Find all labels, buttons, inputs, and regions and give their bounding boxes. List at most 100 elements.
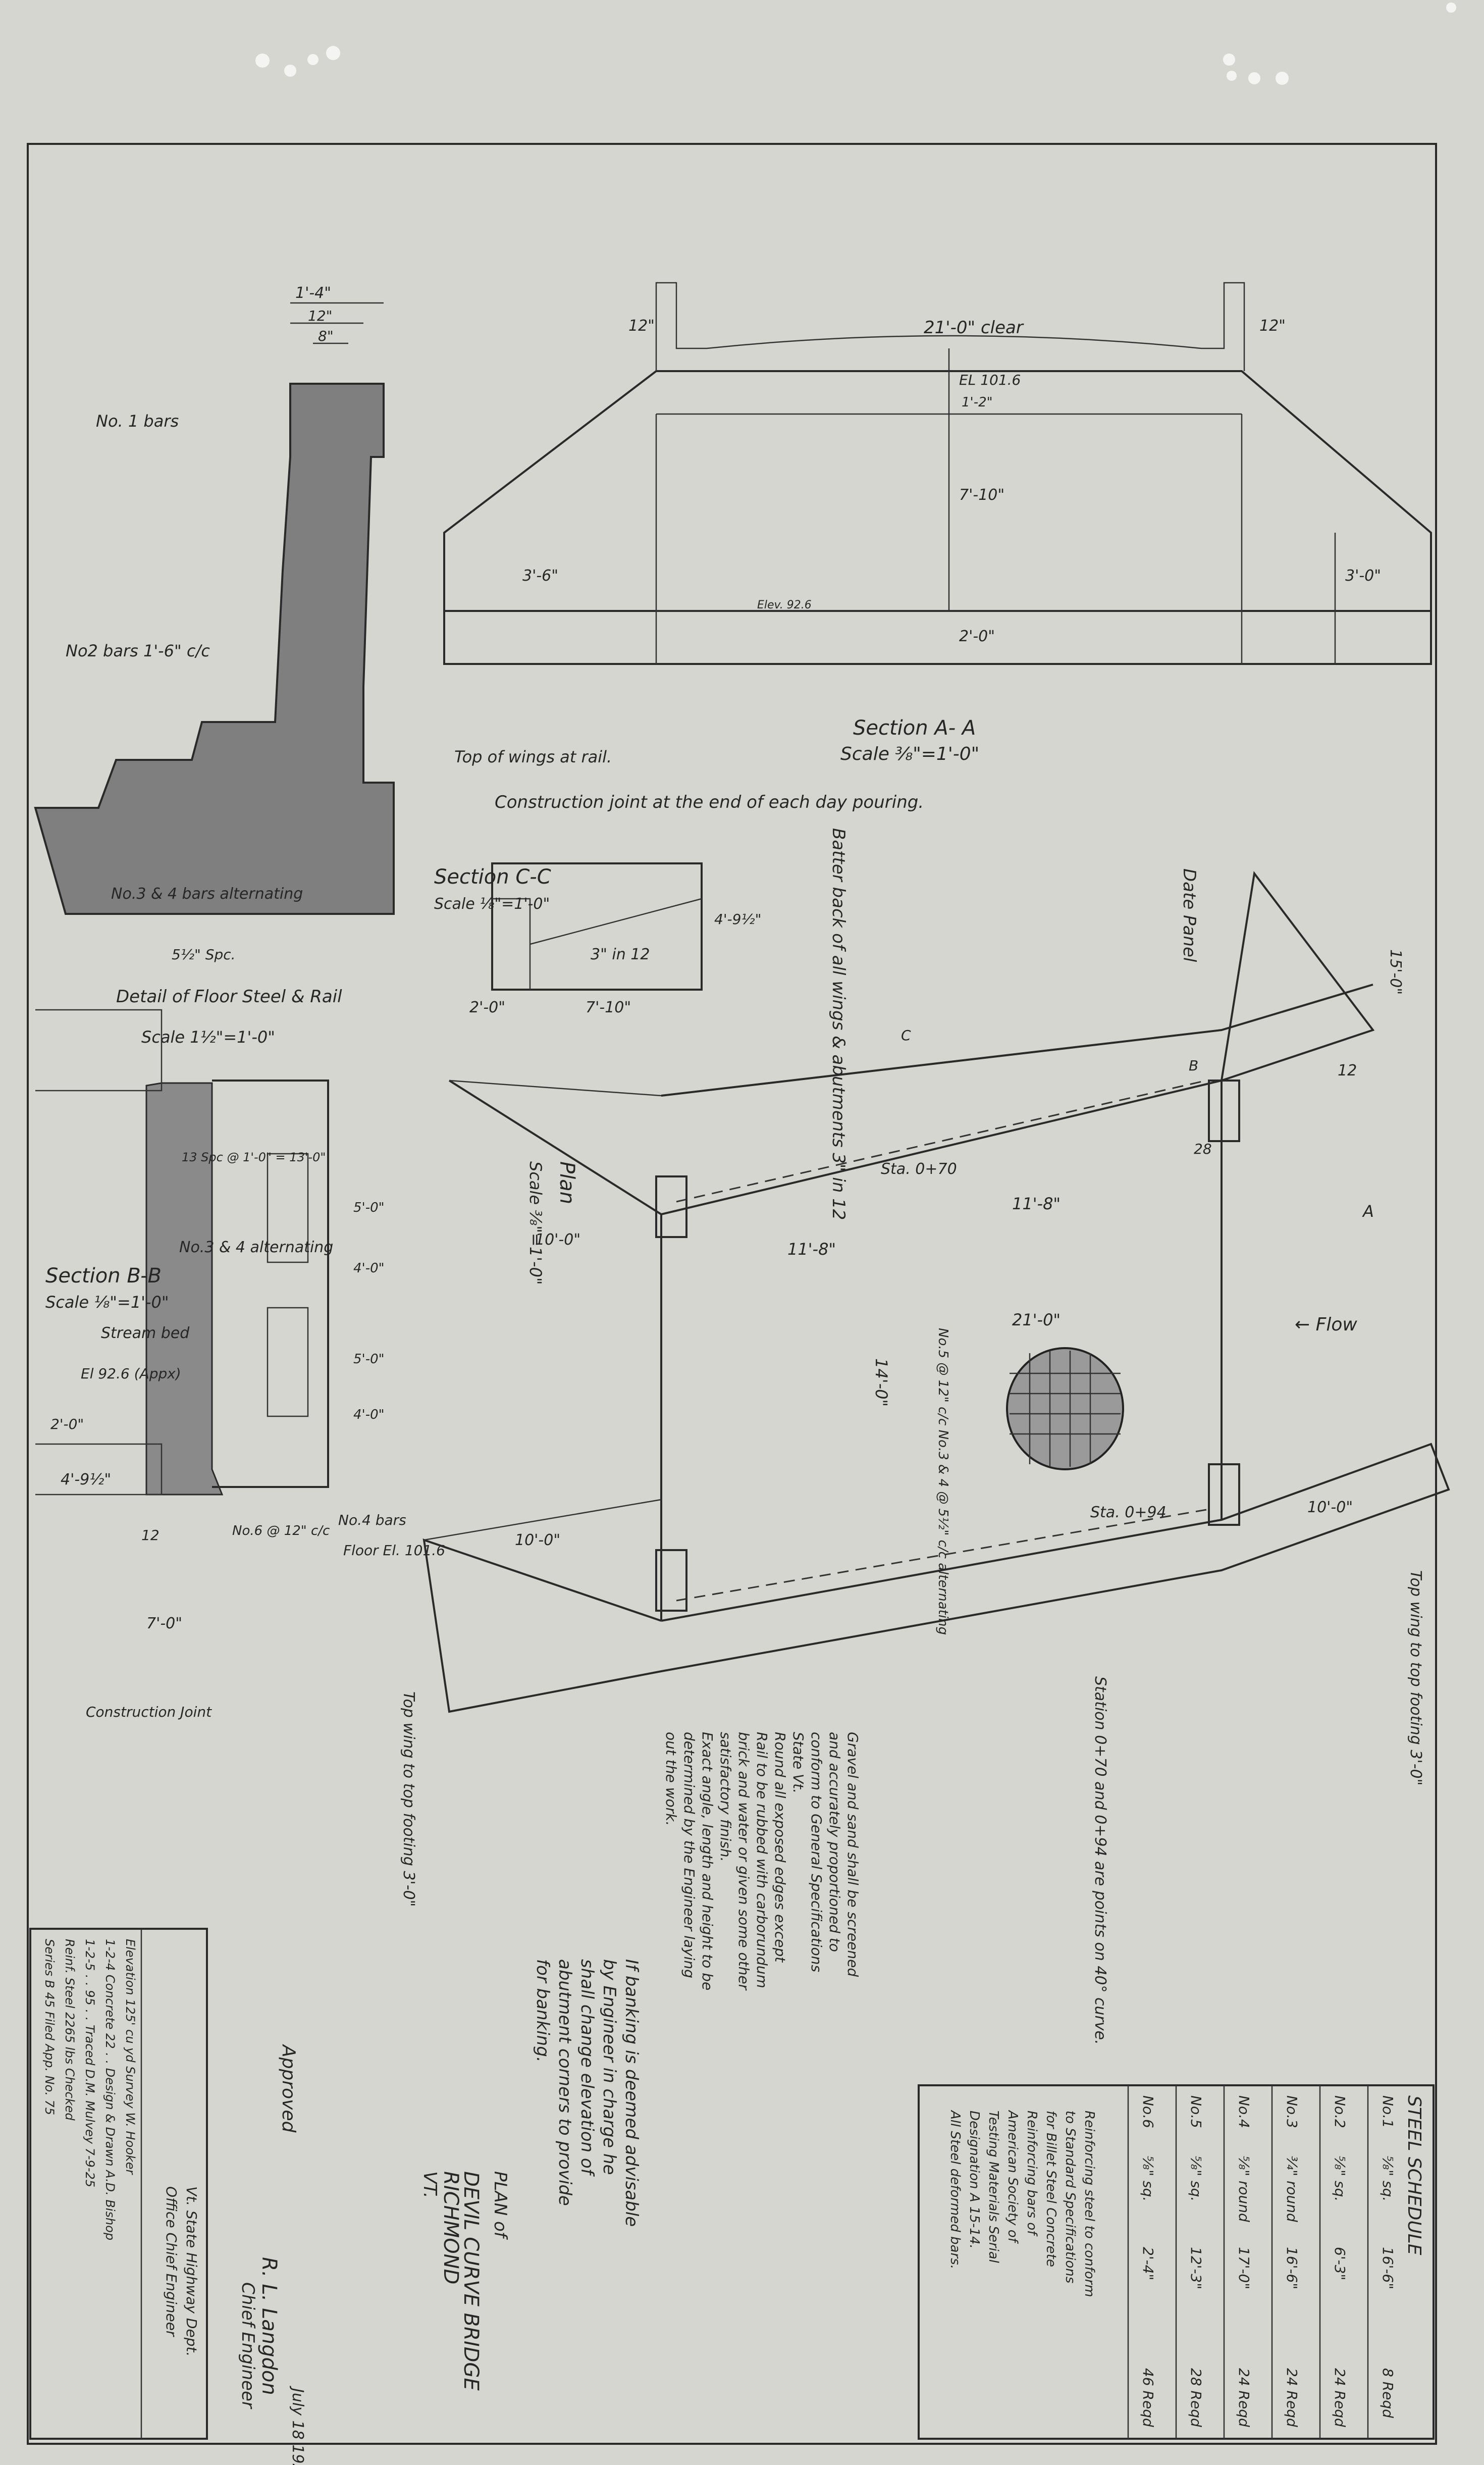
- schedule-cell: No.4: [1236, 2095, 1252, 2128]
- info-row: Elevation 125' cu yd Survey W. Hooker: [123, 1939, 137, 2175]
- floor-el-bb: Floor El. 101.6: [343, 1542, 445, 1559]
- plan-bars-note: No.5 @ 12" c/c No.3 & 4 @ 5½" c/c altern…: [935, 1328, 950, 1635]
- dim-15-0: 15'-0": [1387, 949, 1404, 995]
- construction-joint-bb: Construction Joint: [86, 1704, 212, 1720]
- spec-note-line: Reinforcing bars of: [1024, 2111, 1039, 2237]
- dim-7-10-cc: 7'-10": [586, 999, 631, 1016]
- section-cc-title: Section C-C: [434, 865, 551, 889]
- dim-7-10: 7'-10": [959, 486, 1004, 504]
- no34-bars-label: No.3 & 4 bars alternating: [111, 885, 303, 903]
- info-row: Reinf. Steel 2265 lbs Checked: [63, 1939, 77, 2121]
- punch-holes: [255, 3, 1456, 85]
- section-mark-b: B: [1189, 1057, 1198, 1074]
- note-line: and accurately proportioned to: [826, 1732, 843, 1952]
- top-wing-left: Top wing to top footing 3'-0": [400, 1691, 417, 1907]
- schedule-cell: ¾" round: [1284, 2156, 1300, 2222]
- approved-label: Approved: [278, 2044, 299, 2133]
- section-mark-c: C: [901, 1027, 911, 1044]
- schedule-cell: 16'-6": [1284, 2247, 1300, 2289]
- schedule-cell: ⅝" round: [1236, 2156, 1252, 2222]
- dim-2-0: 2'-0": [959, 628, 995, 645]
- spec-note-line: Reinforcing steel to conform: [1082, 2111, 1097, 2297]
- chief-engineer: Chief Engineer: [238, 2282, 258, 2409]
- banking-line: shall change elevation of: [577, 1959, 597, 2177]
- note-line: Gravel and sand shall be screened: [844, 1732, 861, 1977]
- batter-note: Batter back of all wings & abutments 3" …: [828, 828, 849, 1220]
- flow-label: ← Flow: [1295, 1314, 1357, 1335]
- no4-bars-bb: No.4 bars: [338, 1512, 406, 1528]
- schedule-cell: No.2: [1332, 2095, 1348, 2128]
- rail-right-label: 12": [1259, 317, 1286, 335]
- joint-note: Construction joint at the end of each da…: [495, 792, 924, 812]
- dim-12: 12": [308, 307, 333, 324]
- spec-note-line: American Society of: [1005, 2110, 1020, 2244]
- spec-note-line: All Steel deformed bars.: [947, 2110, 963, 2269]
- spec-note-line: Designation A 15-14.: [967, 2111, 982, 2249]
- info-row: 1-2-5 . . 95 . . Traced D.M. Mulvey 7-9-…: [83, 1939, 97, 2187]
- schedule-cell: No.6: [1140, 2095, 1156, 2128]
- schedule-cell: 46 Reqd: [1140, 2368, 1156, 2427]
- schedule-cell: ⅝" sq.: [1188, 2156, 1204, 2201]
- dept-label: Vt. State Highway Dept.: [183, 2186, 200, 2356]
- el-926: El 92.6 (Appx): [81, 1365, 181, 1382]
- spec-note-line: Testing Materials Serial: [986, 2111, 1001, 2264]
- top-wings-note: Top of wings at rail.: [454, 747, 612, 766]
- rail-left-label: 12": [628, 317, 655, 335]
- state-name: VT.: [419, 2171, 440, 2198]
- date-label: July 18 1925: [289, 2386, 306, 2465]
- sheet-border: [27, 143, 1437, 2445]
- note-line: Rail to be rubbed with carborundum: [754, 1732, 770, 1988]
- dim-2-0-bb: 2'-0": [50, 1416, 84, 1432]
- schedule-cell: 17'-0": [1236, 2247, 1252, 2289]
- dim-4-0a: 4'-0": [353, 1261, 385, 1276]
- section-mark-a: A: [1362, 1202, 1374, 1221]
- dim-3-6: 3'-6": [522, 567, 558, 585]
- date-panel-label: Date Panel: [1179, 868, 1199, 962]
- title-area: PLAN of DEVIL CURVE BRIDGE RICHMOND VT. …: [238, 2044, 510, 2465]
- schedule-cell: 24 Reqd: [1284, 2368, 1300, 2427]
- clear-span-label: 21'-0" clear: [924, 318, 1024, 338]
- elev-note: Elev. 92.6: [757, 599, 812, 611]
- no1-bars-label: No. 1 bars: [96, 412, 179, 431]
- section-aa-scale: Scale ⅜"=1'-0": [840, 744, 979, 764]
- schedule-cell: 24 Reqd: [1236, 2368, 1252, 2427]
- schedule-cell: ⅝" sq.: [1380, 2156, 1396, 2201]
- el-label: EL 101.6: [959, 372, 1021, 388]
- sta-094: Sta. 0+94: [1090, 1504, 1167, 1521]
- schedule-cell: ⅝" sq.: [1332, 2156, 1348, 2201]
- banking-line: abutment corners to provide: [555, 1959, 575, 2206]
- dim-10-0b: 10'-0": [515, 1531, 560, 1549]
- dim-3-0: 3'-0": [1345, 567, 1381, 585]
- note-line: satisfactory finish.: [717, 1732, 734, 1862]
- plan-title: Plan: [555, 1161, 578, 1204]
- dim-12-plan: 12: [1338, 1062, 1357, 1080]
- schedule-cell: No.3: [1284, 2095, 1300, 2128]
- plan-scale: Scale ⅜"=1'-0": [526, 1161, 545, 1285]
- section-aa-footing: [443, 611, 1432, 665]
- dim-4-9: 4'-9½": [714, 911, 761, 928]
- floor-detail-section: [34, 383, 395, 915]
- schedule-cell: ⅝" sq.: [1140, 2156, 1156, 2201]
- plan-of: PLAN of: [490, 2171, 510, 2240]
- dim-5-0a: 5'-0": [353, 1200, 385, 1215]
- banking-line: for banking.: [533, 1959, 553, 2063]
- note-line: out the work.: [663, 1732, 679, 1826]
- note-line: State Vt.: [790, 1732, 807, 1793]
- schedule-cell: 24 Reqd: [1332, 2368, 1348, 2427]
- dim-14-0: 14'-0": [872, 1358, 891, 1407]
- title-block: Vt. State Highway Dept. Office Chief Eng…: [29, 1928, 208, 2440]
- note-line: conform to General Specifications: [808, 1732, 825, 1972]
- banking-line: by Engineer in charge he: [599, 1959, 619, 2175]
- note-line: Exact angle, length and height to be: [699, 1732, 716, 1990]
- dim-10-0c: 10'-0": [1307, 1499, 1353, 1516]
- dim-21-0: 21'-0": [1012, 1310, 1061, 1329]
- town-name: RICHMOND: [439, 2171, 462, 2284]
- dim-11-8a: 11'-8": [1012, 1194, 1061, 1213]
- dim-10-0a: 10'-0": [535, 1231, 580, 1249]
- signature: R. L. Langdon: [257, 2257, 281, 2395]
